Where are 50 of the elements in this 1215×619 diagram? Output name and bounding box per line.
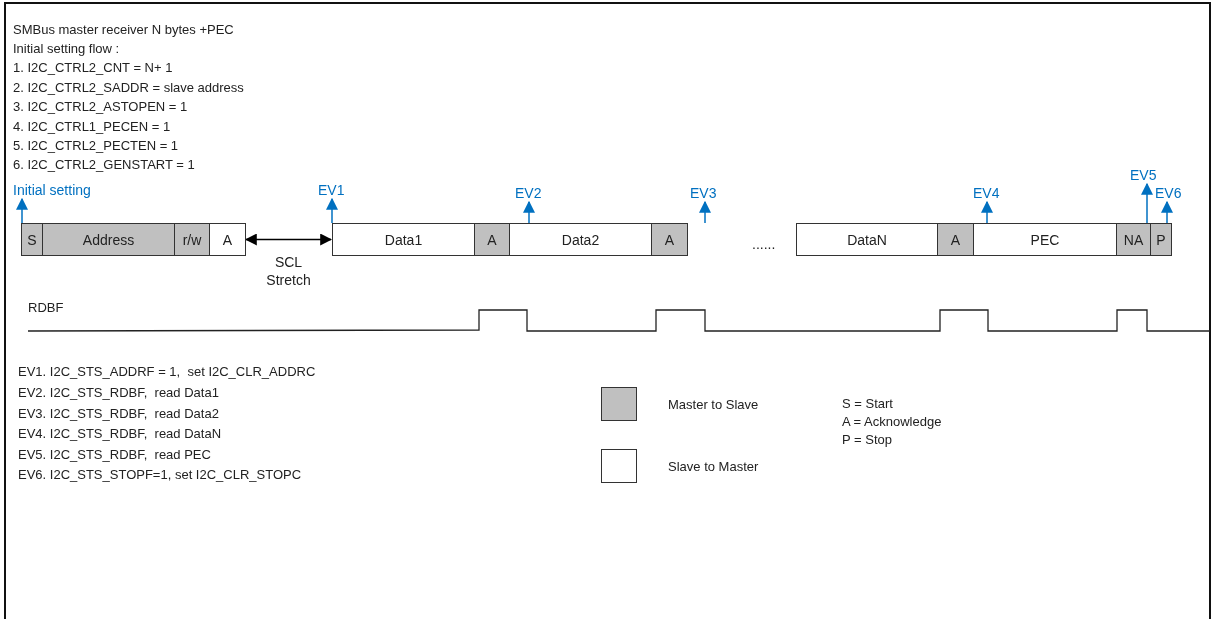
signal-name: RDBF	[28, 300, 64, 316]
abbreviation-note: P = Stop	[842, 432, 892, 448]
setup-step: 5. I2C_CTRL2_PECTEN = 1	[13, 138, 179, 154]
arrow	[699, 200, 711, 224]
setup-step: 2. I2C_CTRL2_SADDR = slave address	[13, 80, 244, 96]
arrow	[326, 197, 338, 224]
event-note: EV3. I2C_STS_RDBF, read Data2	[18, 406, 219, 422]
abbreviation-note: S = Start	[842, 396, 893, 412]
event-note: EV2. I2C_STS_RDBF, read Data1	[18, 385, 219, 401]
abbreviation-note: A = Acknowledge	[842, 414, 942, 430]
event-note: EV6. I2C_STS_STOPF=1, set I2C_CLR_STOPC	[18, 467, 302, 483]
event-label: EV2	[515, 185, 542, 201]
event-label: EV5	[1130, 167, 1157, 183]
setup-step: 6. I2C_CTRL2_GENSTART = 1	[13, 157, 195, 173]
edge-label: SCL Stretch	[265, 252, 312, 289]
setup-note: Initial setting flow :	[13, 41, 120, 57]
setup-step: 3. I2C_CTRL2_ASTOPEN = 1	[13, 99, 188, 115]
arrow	[16, 197, 28, 224]
ellipsis: ......	[752, 236, 776, 252]
legend-label: Master to Slave	[668, 397, 759, 413]
setup-step: 1. I2C_CTRL2_CNT = N+ 1	[13, 60, 173, 76]
event-label: EV6	[1155, 185, 1182, 201]
frame-field: Data1	[332, 223, 475, 256]
frame-field: r/w	[174, 223, 210, 256]
frame-field: DataN	[796, 223, 938, 256]
arrow	[1161, 200, 1173, 224]
frame-field: P	[1150, 223, 1172, 256]
event-label: EV3	[690, 185, 717, 201]
frame-field: PEC	[973, 223, 1117, 256]
event-label: Initial setting	[13, 182, 91, 198]
event-label: EV1	[318, 182, 345, 198]
diagram-title: SMBus master receiver N bytes +PEC	[13, 22, 234, 38]
setup-step: 4. I2C_CTRL1_PECEN = 1	[13, 119, 171, 135]
frame-field: A	[209, 223, 246, 256]
frame-field: Address	[42, 223, 175, 256]
frame-field: A	[937, 223, 974, 256]
frame-field: A	[651, 223, 688, 256]
arrow	[1141, 182, 1153, 224]
event-label: EV4	[973, 185, 1000, 201]
frame-field: S	[21, 223, 43, 256]
arrow	[523, 200, 535, 224]
legend-label: Slave to Master	[668, 459, 759, 475]
frame-field: Data2	[509, 223, 652, 256]
frame-field: A	[474, 223, 510, 256]
frame-field: NA	[1116, 223, 1151, 256]
event-note: EV1. I2C_STS_ADDRF = 1, set I2C_CLR_ADDRC	[18, 364, 316, 380]
event-note: EV5. I2C_STS_RDBF, read PEC	[18, 447, 211, 463]
event-note: EV4. I2C_STS_RDBF, read DataN	[18, 426, 222, 442]
arrow	[244, 233, 333, 246]
arrow	[981, 200, 993, 224]
